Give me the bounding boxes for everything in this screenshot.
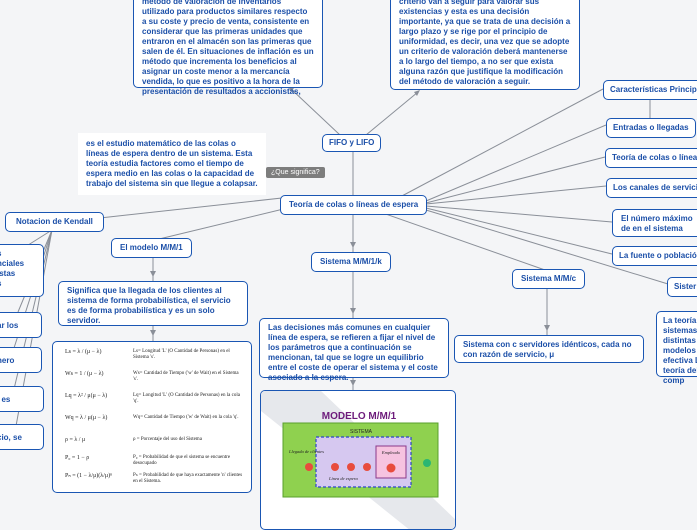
population-node[interactable]: La fuente o población	[612, 246, 697, 266]
mm1-model-figure: MODELO M/M/1 SISTEMA Llegada de clientes…	[260, 390, 456, 530]
central-topic[interactable]: Teoría de colas o líneas de espera	[280, 195, 428, 215]
queue-label: Línea de espera	[328, 476, 358, 481]
left-partial-box-4: l es	[0, 386, 44, 412]
queue-theory-node[interactable]: Teoría de colas o líneas	[605, 148, 697, 168]
fifo-lifo-node[interactable]: FIFO y LIFO	[322, 134, 382, 152]
question-tag: ¿Que significa?	[266, 167, 325, 178]
mm1k-node[interactable]: Sistema M/M/1/k	[311, 252, 391, 272]
mm1-formulas-box: Ls = λ / (μ − λ)Ls= Longitud 'L' (O Cant…	[52, 341, 252, 493]
arrivals-node[interactable]: Entradas o llegadas	[606, 118, 696, 138]
model-title: MODELO M/M/1	[322, 411, 397, 422]
service-channels-node[interactable]: Los canales de servicio	[606, 178, 697, 198]
mmc-node[interactable]: Sistema M/M/c	[512, 269, 586, 289]
definition-text: es el estudio matemático de las colas o …	[78, 133, 266, 195]
left-partial-box-5: cio, se	[0, 424, 44, 450]
fifo-definition-box: método de valoración de inventarios util…	[133, 0, 323, 96]
mm1-description-box: Significa que la llegada de los clientes…	[58, 281, 248, 326]
kendall-notation-node[interactable]: Notacion de Kendall	[5, 212, 104, 232]
fifo-criteria-box: criterio van a seguir para valorar sus e…	[390, 0, 580, 90]
mmc-description-box: Sistema con c servidores idénticos, cada…	[454, 335, 644, 363]
characteristics-node[interactable]: Características Principales	[603, 80, 697, 100]
formula-row: Lq = λ² / μ(μ − λ)Lq= Longitud 'L' (O Ca…	[65, 393, 240, 404]
left-partial-box-2: ar los	[0, 312, 42, 338]
server-label: Empleado	[381, 450, 401, 455]
system-node[interactable]: Sister	[667, 277, 697, 297]
left-partial-box-3: nero	[0, 347, 42, 373]
max-number-node[interactable]: El número máximo de en el sistema	[612, 209, 697, 237]
arrivals-label: Llegada de clientes	[288, 449, 324, 454]
formula-row: Ls = λ / (μ − λ)Ls= Longitud 'L' (O Cant…	[65, 349, 230, 360]
mm1-node[interactable]: El modelo M/M/1	[111, 238, 192, 258]
system-label: SISTEMA	[350, 429, 373, 435]
customer-icons	[305, 459, 431, 473]
theory-note-box: La teoría sistemas distintas modelos efe…	[656, 311, 697, 385]
left-partial-box-1: sncialesistass	[0, 244, 44, 297]
formula-row: Wq = λ / μ(μ − λ)Wq= Cantidad de Tiempo …	[65, 415, 239, 421]
mm1k-description-box: Las decisiones más comunes en cualquier …	[259, 318, 449, 382]
formula-row: Ws = 1 / (μ − λ)Ws= Cantidad de Tiempo (…	[65, 371, 239, 382]
